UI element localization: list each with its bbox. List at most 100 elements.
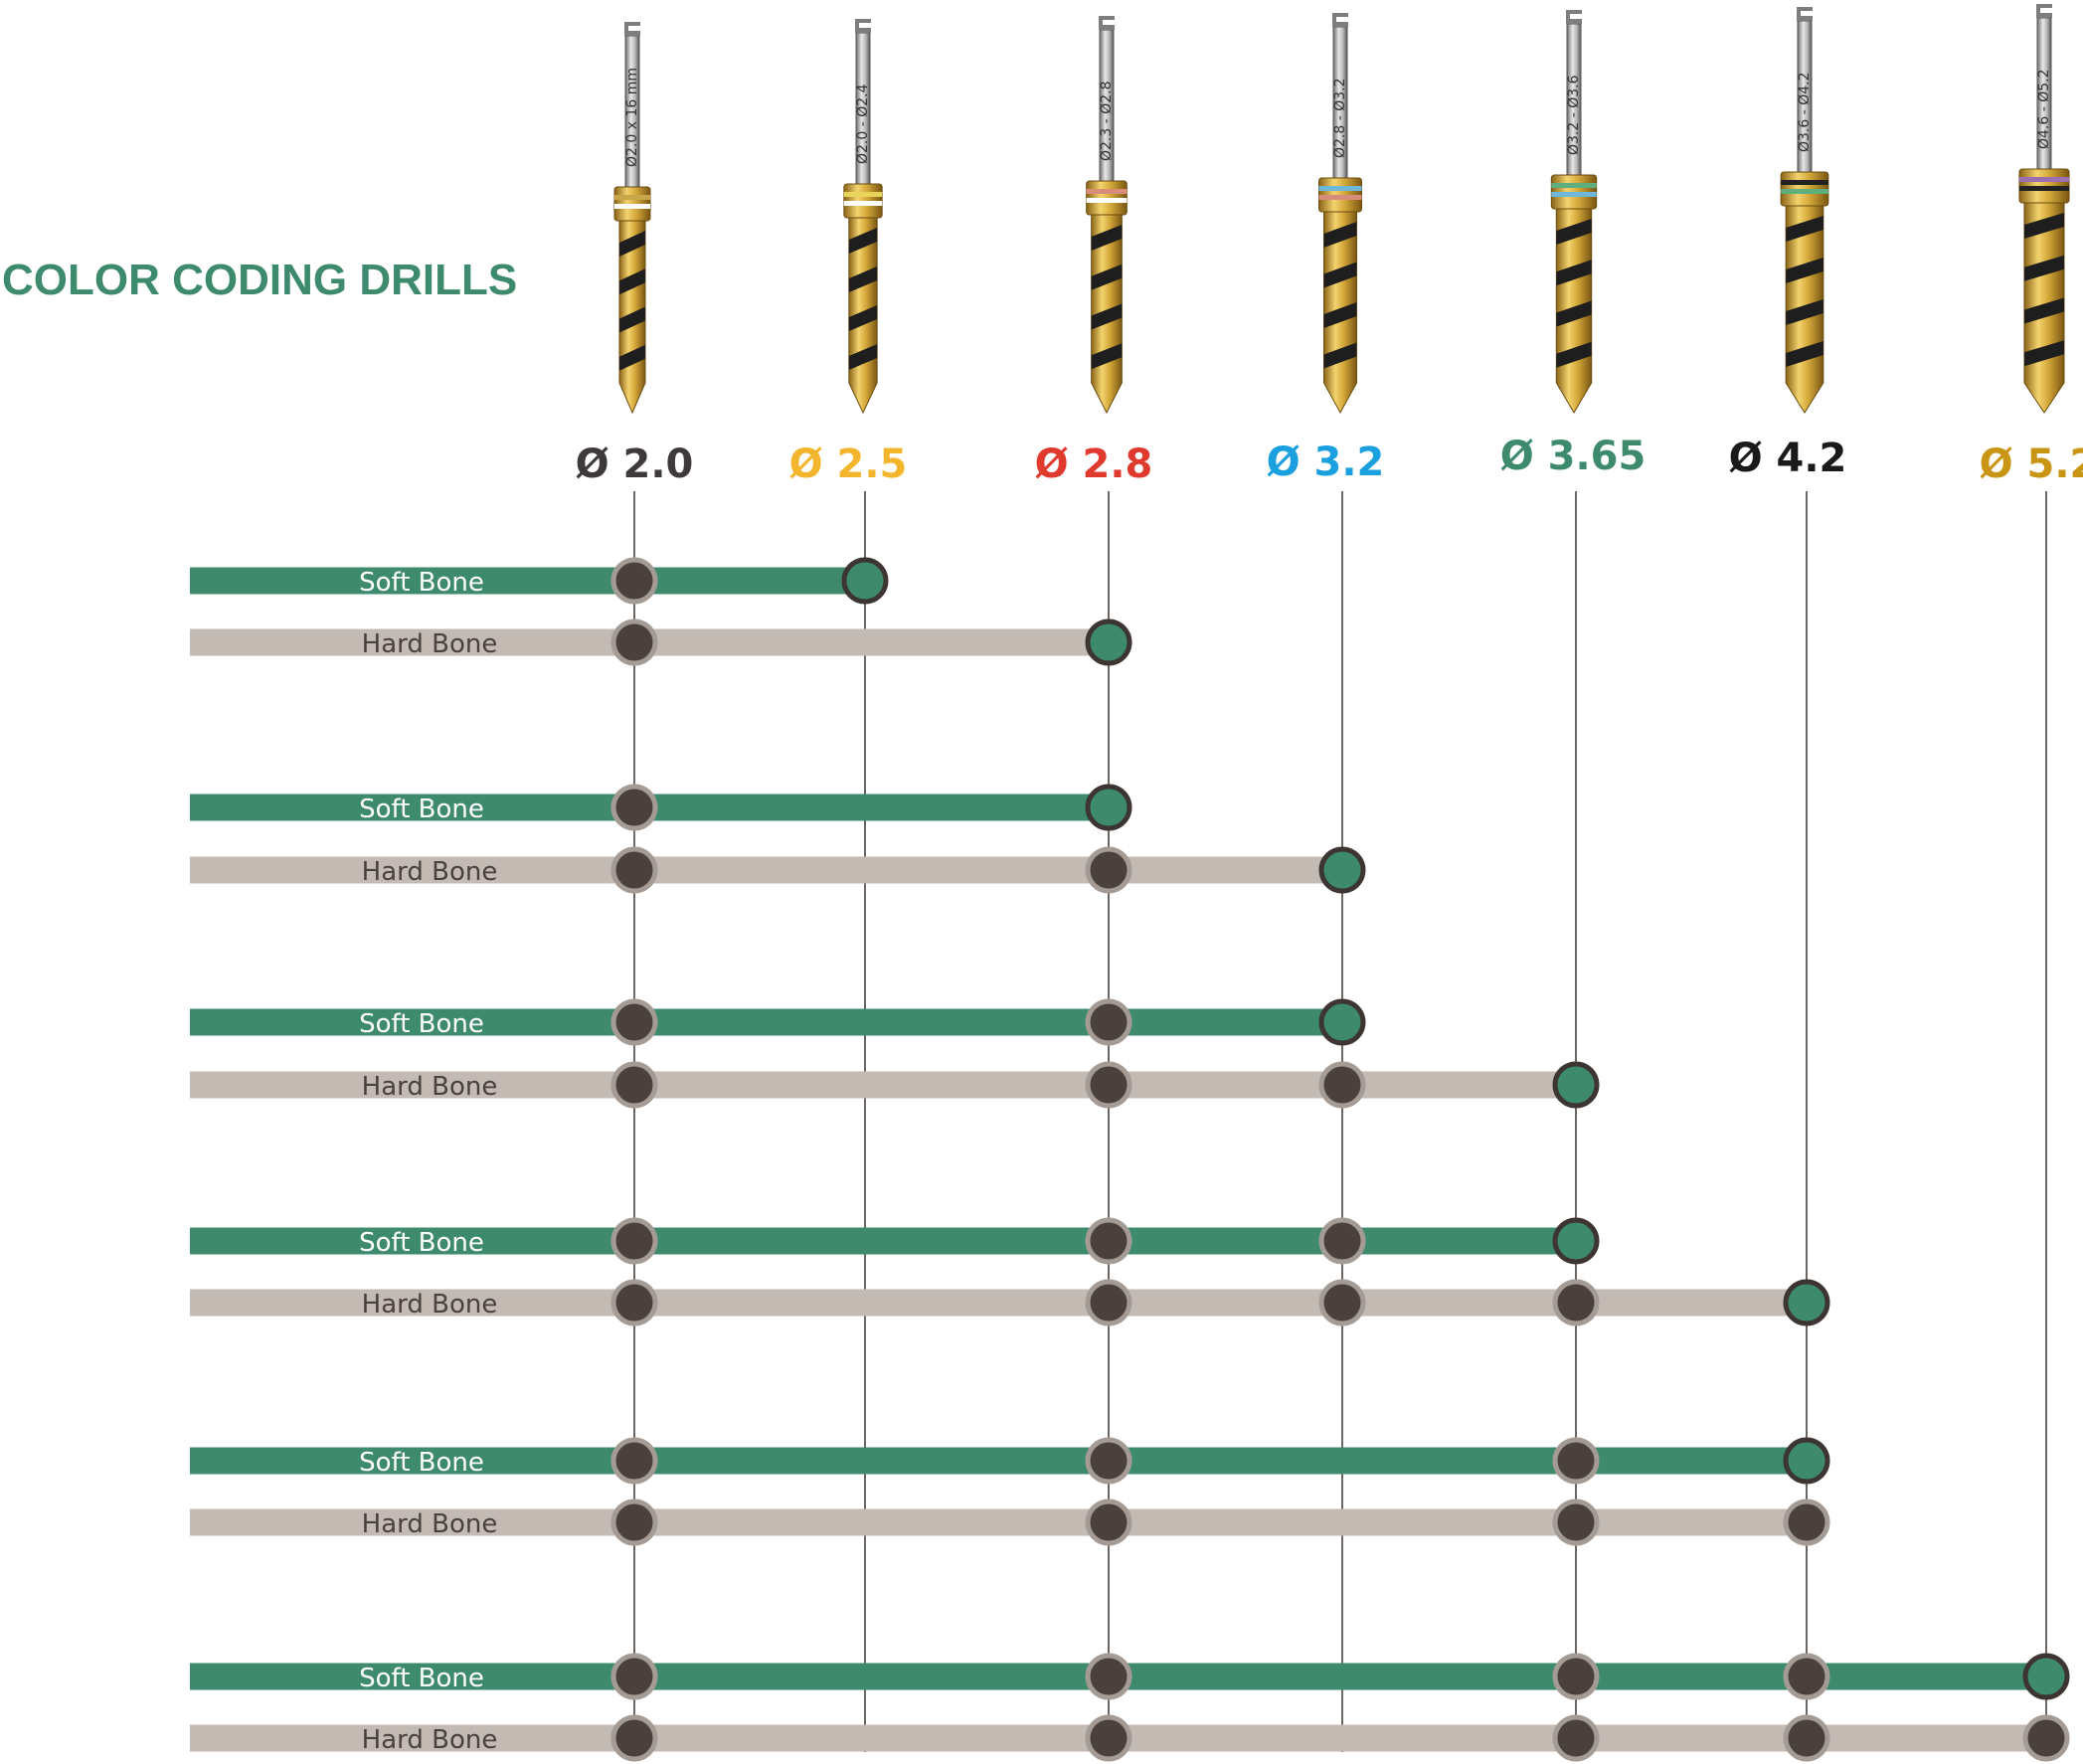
drill-flute [1323, 342, 1357, 369]
hard-bone-row: Hard Bone [190, 846, 1366, 894]
drill-flute [619, 306, 645, 333]
drill-step-node [1783, 1714, 1830, 1762]
soft-bone-bar [190, 1447, 1807, 1475]
drill-color-band [2018, 177, 2070, 182]
hard-bone-bar [190, 1508, 1807, 1536]
drill-etch-text: Ø2.3 - Ø2.8 [1099, 81, 1115, 161]
drill-flute [1786, 216, 1823, 242]
drill-latch-notch [1570, 14, 1582, 19]
drill-step-node [610, 784, 658, 831]
drill-color-band [1551, 183, 1597, 188]
diameter-labels: Ø 2.0Ø 2.5Ø 2.8Ø 3.2Ø 3.65Ø 4.2Ø 5.2 [576, 434, 2083, 487]
drill-3: Ø2.3 - Ø2.8 [1086, 16, 1128, 415]
drill-step-node [1552, 1653, 1600, 1700]
drill-latch-notch [1103, 20, 1115, 25]
diameter-label-4: Ø 3.2 [1267, 440, 1385, 485]
drill-step-node [610, 1279, 658, 1326]
drill-step-node [1085, 1279, 1132, 1326]
drill-step-node [610, 846, 658, 894]
drill-7: Ø4.6 - Ø5.2 [2018, 4, 2070, 414]
soft-bone-bar [190, 1008, 1342, 1036]
drill-step-node [1318, 1061, 1366, 1109]
drill-step-node [1085, 998, 1132, 1046]
drill-step-node [610, 1437, 658, 1485]
drill-etch-text: Ø2.0 - Ø2.4 [855, 84, 871, 164]
soft-bone-row: Soft Bone [190, 1653, 2070, 1700]
drill-step-node [610, 557, 658, 605]
drill-color-band [614, 195, 650, 200]
drill-step-node [610, 1061, 658, 1109]
soft-bone-row: Soft Bone [190, 1437, 1830, 1485]
drill-step-node [610, 998, 658, 1046]
final-drill-node [1552, 1061, 1600, 1109]
drill-flute [848, 344, 878, 370]
drill-flute [2023, 340, 2065, 367]
drill-color-band [1318, 186, 1362, 191]
drill-step-node [1318, 1279, 1366, 1326]
final-drill-node [1318, 998, 1366, 1046]
soft-bone-row: Soft Bone [190, 784, 1132, 831]
diameter-label-6: Ø 4.2 [1729, 436, 1847, 481]
drill-flute [2023, 297, 2065, 324]
drill-flute [848, 305, 878, 331]
drill-step-node [1783, 1653, 1830, 1700]
drill-step-node [610, 1217, 658, 1265]
row-label: Soft Bone [359, 794, 484, 824]
soft-bone-row: Soft Bone [190, 998, 1366, 1046]
drill-step-node [1783, 1499, 1830, 1546]
drill-flute [848, 266, 878, 292]
hard-bone-row: Hard Bone [190, 1061, 1600, 1109]
drill-flute [1786, 341, 1823, 367]
final-drill-node [1552, 1217, 1600, 1265]
row-label: Soft Bone [359, 1009, 484, 1039]
row-label: Hard Bone [362, 629, 498, 659]
drill-flute [1556, 219, 1592, 245]
drill-color-band [1781, 180, 1828, 185]
drill-step-node [1552, 1714, 1600, 1762]
final-drill-node [1085, 618, 1132, 666]
row-label: Soft Bone [359, 568, 484, 598]
drill-4: Ø2.8 - Ø3.2 [1317, 13, 1363, 415]
diagram-title: COLOR CODING DRILLS [2, 256, 517, 304]
drill-flute [1091, 264, 1123, 290]
row-label: Hard Bone [362, 1725, 498, 1755]
diameter-label-2: Ø 2.5 [789, 441, 908, 487]
drill-1: Ø2.0 x 16 mm [613, 22, 651, 415]
drill-etch-text: Ø2.0 x 16 mm [624, 68, 640, 167]
drill-latch-notch [1801, 11, 1813, 16]
drill-6: Ø3.6 - Ø4.2 [1780, 7, 1829, 414]
row-label: Soft Bone [359, 1664, 484, 1693]
drill-step-node [1085, 1653, 1132, 1700]
drill-flute [619, 344, 645, 371]
drill-flute [1091, 225, 1123, 251]
final-drill-node [2022, 1653, 2070, 1700]
row-label: Hard Bone [362, 1509, 498, 1539]
final-drill-node [1783, 1437, 1830, 1485]
drill-flute [1786, 299, 1823, 325]
drill-color-band [843, 192, 883, 197]
final-drill-node [1318, 846, 1366, 894]
drill-color-band [1086, 189, 1128, 194]
drill-step-node [1318, 1217, 1366, 1265]
drill-flute [2023, 255, 2065, 281]
drill-etch-text: Ø3.6 - Ø4.2 [1797, 72, 1813, 152]
hard-bone-row: Hard Bone [190, 1714, 2070, 1762]
drill-step-node [1085, 1499, 1132, 1546]
row-label: Hard Bone [362, 857, 498, 887]
soft-bone-row: Soft Bone [190, 1217, 1600, 1265]
row-label: Hard Bone [362, 1290, 498, 1320]
hard-bone-row: Hard Bone [190, 1499, 1830, 1546]
drill-flute [1091, 343, 1123, 370]
drill-step-node [1085, 1437, 1132, 1485]
diameter-label-5: Ø 3.65 [1500, 434, 1647, 479]
drill-flute [848, 228, 878, 254]
final-drill-node [1783, 1279, 1830, 1326]
drill-step-node [610, 1653, 658, 1700]
drill-step-node [1085, 1061, 1132, 1109]
drill-color-band [614, 204, 650, 209]
drill-color-band [1781, 189, 1828, 194]
drill-step-node [1552, 1437, 1600, 1485]
drill-2: Ø2.0 - Ø2.4 [843, 19, 883, 415]
hard-bone-bar [190, 1289, 1807, 1317]
hard-bone-row: Hard Bone [190, 1279, 1830, 1326]
